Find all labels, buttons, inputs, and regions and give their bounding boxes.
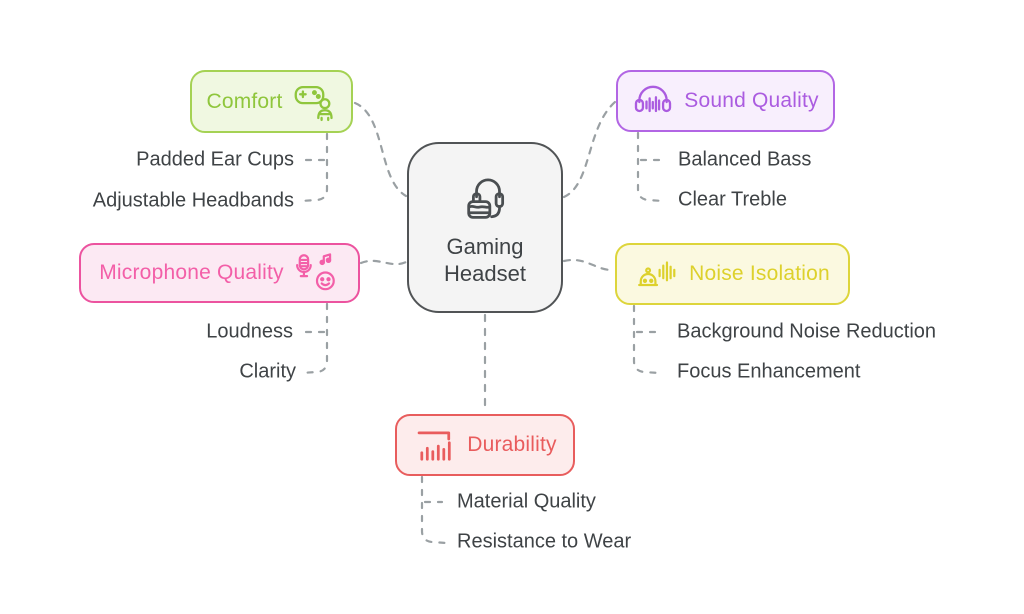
connector-mic-center	[359, 259, 408, 266]
person-soundwave-icon	[638, 261, 676, 287]
branch-node-microphone-quality: Microphone Quality	[79, 243, 360, 303]
child-label-background-noise-reduction: Background Noise Reduction	[677, 320, 937, 343]
branch-label-noise-isolation: Noise Isolation	[689, 262, 830, 285]
branch-label-durability: Durability	[467, 433, 557, 456]
headphones-wave-icon	[635, 85, 672, 113]
center-label-line1: Gaming	[446, 233, 524, 259]
child-label-balanced-bass: Balanced Bass	[678, 148, 812, 171]
branch-node-noise-isolation: Noise Isolation	[615, 243, 850, 305]
branch-node-comfort: Comfort	[190, 70, 353, 133]
child-label-clear-treble: Clear Treble	[678, 188, 787, 211]
child-label-resistance-to-wear: Resistance to Wear	[457, 530, 632, 553]
connector-comfort-center	[353, 101, 408, 198]
branch-node-sound-quality: Sound Quality	[616, 70, 835, 132]
branch-label-microphone-quality: Microphone Quality	[99, 261, 284, 284]
microphone-face-icon	[295, 253, 335, 291]
child-label-loudness: Loudness	[206, 320, 293, 343]
branch-label-comfort: Comfort	[206, 89, 283, 113]
child-label-clarity: Clarity	[239, 360, 296, 383]
branch-node-durability: Durability	[395, 414, 575, 476]
child-label-material-quality: Material Quality	[457, 490, 596, 513]
chain-durability	[420, 475, 448, 545]
gaming-headset-icon	[467, 178, 505, 219]
bar-chart-icon	[417, 431, 451, 461]
branch-label-sound-quality: Sound Quality	[684, 89, 819, 112]
connector-center-sound	[562, 100, 617, 199]
connector-center-noise	[562, 258, 616, 272]
center-label-line2: Headset	[444, 260, 526, 286]
child-label-adjustable-headbands: Adjustable Headbands	[92, 189, 294, 212]
controller-person-icon	[294, 85, 333, 121]
child-label-focus-enhancement: Focus Enhancement	[677, 360, 861, 383]
chain-comfort	[298, 132, 329, 203]
chain-mic	[299, 302, 329, 375]
chain-noise	[632, 304, 661, 375]
chain-sound	[636, 131, 665, 203]
child-label-padded-ear-cups: Padded Ear Cups	[136, 148, 294, 171]
center-node-gaming-headset: Gaming Headset	[407, 142, 563, 313]
